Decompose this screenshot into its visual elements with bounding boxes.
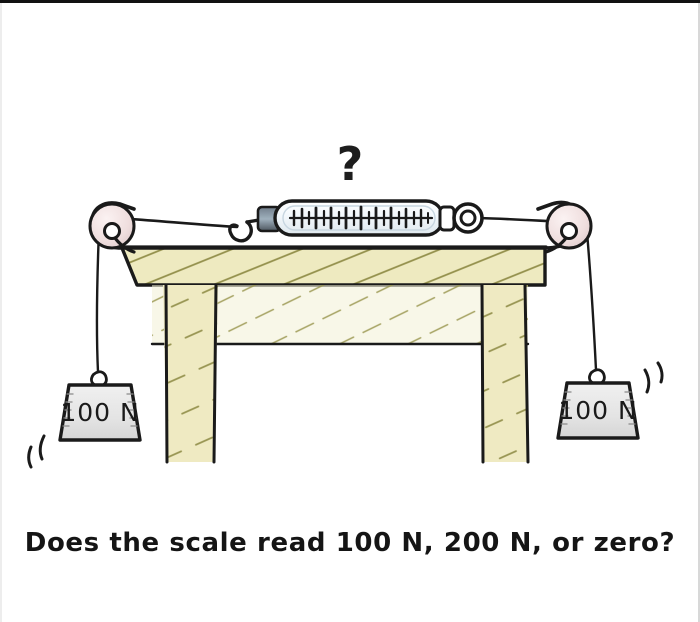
table-leg-right: [480, 283, 530, 464]
table: [118, 245, 548, 464]
weight-left: 100 N: [27, 370, 142, 469]
pulley-left: [88, 201, 136, 254]
weight-right: 100 N: [556, 361, 664, 440]
motion-marks-left: [27, 434, 46, 469]
table-leg-left: [163, 283, 218, 464]
spring-scale[interactable]: [228, 199, 484, 243]
caption-text: Does the scale read 100 N, 200 N, or zer…: [24, 528, 676, 558]
pulley-right: [536, 200, 593, 254]
left-border-line: [0, 3, 2, 622]
question-mark-annotation: ?: [337, 137, 364, 191]
table-top: [118, 245, 548, 287]
weight-left-label: 100 N: [60, 398, 139, 427]
right-border-line: [698, 3, 700, 622]
scale-graduations: [288, 205, 434, 231]
scale-ring-icon: [438, 202, 484, 234]
weight-right-label: 100 N: [558, 396, 637, 425]
question-mark-glyph: ?: [337, 137, 364, 191]
top-border-line: [0, 0, 700, 3]
scale-hook-icon: [228, 218, 261, 243]
motion-marks-right: [643, 361, 664, 394]
table-apron: [150, 285, 530, 346]
